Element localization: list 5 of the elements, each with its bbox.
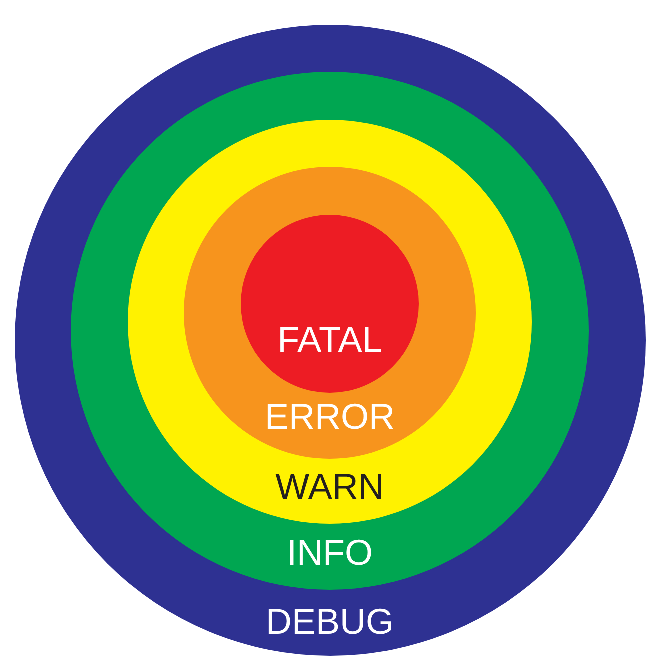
level-label: ERROR (265, 399, 395, 435)
level-label: WARN (276, 469, 384, 505)
level-label: FATAL (278, 322, 382, 358)
level-label: DEBUG (266, 604, 394, 640)
level-label: INFO (287, 535, 373, 571)
